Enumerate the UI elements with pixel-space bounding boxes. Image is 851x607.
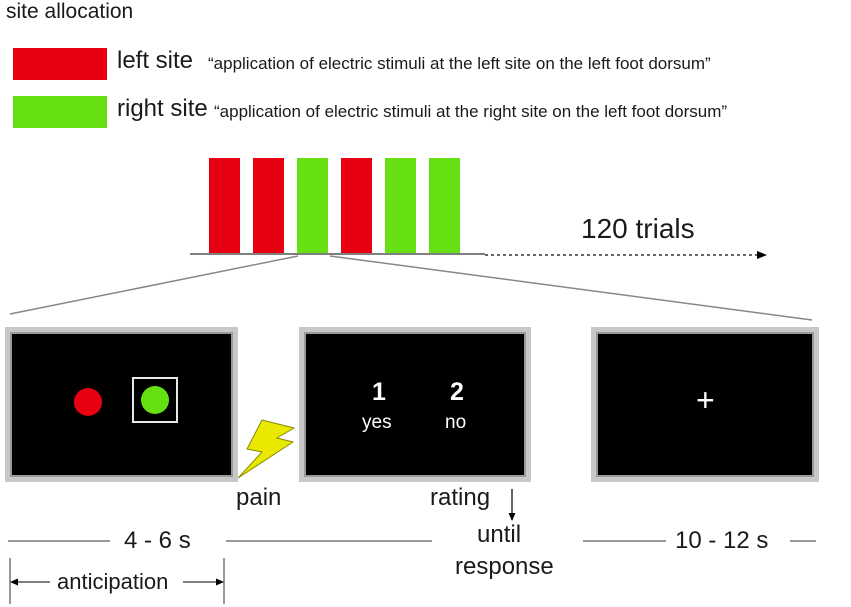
- anticipation-label: anticipation: [57, 569, 169, 594]
- legend-label-right-site: right site: [117, 95, 208, 122]
- diagram-heading: site allocation: [6, 0, 134, 23]
- timeline-phase3-label: 10 - 12 s: [675, 527, 769, 554]
- legend-swatch-right-site: [13, 96, 107, 128]
- legend-description-left-site: “application of electric stimuli at the …: [208, 54, 711, 73]
- rating-option-1-number: 1: [372, 378, 386, 406]
- timeline-phase2-line1: until: [477, 521, 522, 548]
- trial-bar-left: [340, 157, 373, 254]
- rating-screen: 1 yes 2 no: [299, 327, 531, 482]
- cue-screen: [5, 327, 238, 482]
- pain-label: pain: [236, 484, 282, 511]
- legend-description-right-site: “application of electric stimuli at the …: [214, 102, 728, 121]
- fixation-screen: +: [591, 327, 819, 482]
- cue-dot-right: [141, 386, 169, 414]
- rating-label: rating: [430, 484, 491, 511]
- rating-option-2-number: 2: [450, 378, 464, 406]
- cue-dot-left: [74, 388, 102, 416]
- timeline-phase2-line2: response: [455, 553, 554, 580]
- legend-swatch-left-site: [13, 48, 107, 80]
- rating-option-1-label: yes: [362, 412, 392, 433]
- trial-bar-right: [428, 157, 461, 254]
- legend-label-left-site: left site: [117, 47, 194, 74]
- trial-bar-left: [208, 157, 241, 254]
- pain-bolt-icon: [237, 419, 296, 479]
- cue-highlight-frame: [132, 377, 178, 423]
- trial-bar-right: [384, 157, 417, 254]
- trials-count-label: 120 trials: [581, 213, 695, 244]
- trial-bar-right: [296, 157, 329, 254]
- fixation-cross: +: [696, 382, 715, 418]
- rating-option-2-label: no: [445, 412, 467, 433]
- timeline-phase1-label: 4 - 6 s: [124, 527, 191, 554]
- zoom-line-right: [329, 255, 813, 321]
- trial-bar-left: [252, 157, 285, 254]
- zoom-line-left: [9, 255, 299, 315]
